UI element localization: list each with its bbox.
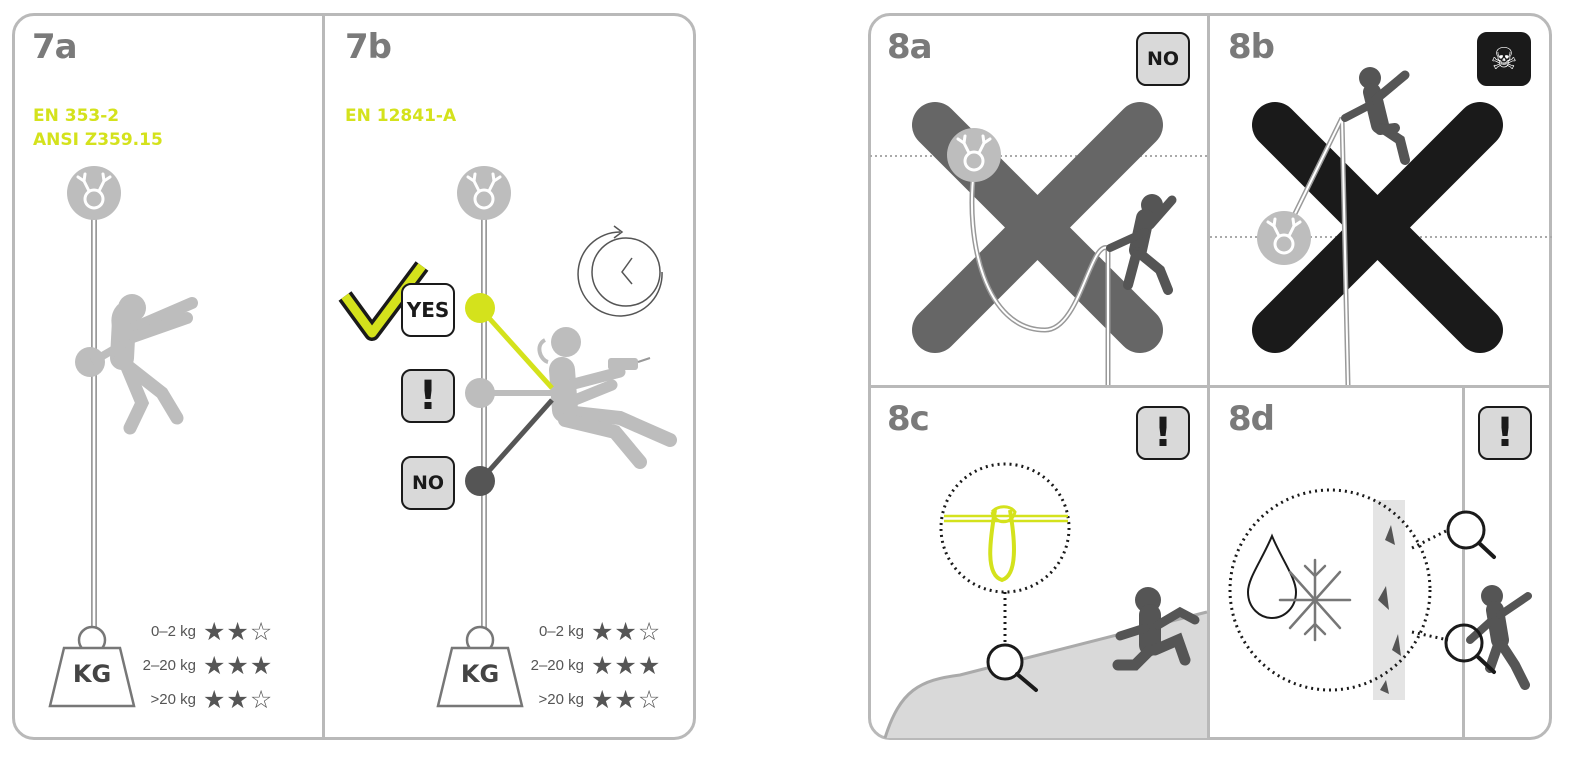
panel-label-8d: 8d (1228, 399, 1275, 439)
panel-label-8c: 8c (887, 399, 930, 439)
yes-badge: YES (401, 283, 455, 337)
no-badge-7b: NO (401, 456, 455, 510)
rating-stars-7a-2: ★★★ (203, 651, 274, 680)
standard-ansi: ANSI Z359.15 (33, 130, 163, 150)
rating-range-7b-1: 0–2 kg (538, 623, 584, 640)
rating-stars-7a-3: ★★☆ (203, 685, 274, 714)
divider-7a-7b (322, 13, 325, 740)
panel-label-8b: 8b (1228, 27, 1275, 67)
warning-badge-8c: ! (1136, 406, 1190, 460)
warning-badge-8d: ! (1478, 406, 1532, 460)
rating-stars-7b-2: ★★★ (591, 651, 662, 680)
rating-stars-7a-1: ★★☆ (203, 617, 274, 646)
no-badge-8a: NO (1136, 32, 1190, 86)
weight-label-7b: KG (460, 660, 500, 688)
panel-label-7a: 7a (32, 27, 78, 67)
divider-8-horizontal (868, 385, 1552, 388)
warning-badge-7b: ! (401, 369, 455, 423)
skull-icon: ☠ (1477, 32, 1531, 86)
divider-8-vertical (1207, 13, 1210, 740)
rating-range-7a-3: >20 kg (150, 691, 196, 708)
divider-8d-inner (1462, 387, 1465, 740)
rating-range-7a-1: 0–2 kg (150, 623, 196, 640)
weight-label-7a: KG (72, 660, 112, 688)
rating-range-7b-2: 2–20 kg (530, 657, 584, 674)
rating-stars-7b-1: ★★☆ (591, 617, 662, 646)
rating-stars-7b-3: ★★☆ (591, 685, 662, 714)
panel-label-7b: 7b (345, 27, 392, 67)
standard-en-353-2: EN 353-2 (33, 106, 120, 126)
standard-en-12841: EN 12841-A (345, 106, 457, 126)
rating-range-7a-2: 2–20 kg (142, 657, 196, 674)
panel-label-8a: 8a (887, 27, 933, 67)
rating-range-7b-3: >20 kg (538, 691, 584, 708)
